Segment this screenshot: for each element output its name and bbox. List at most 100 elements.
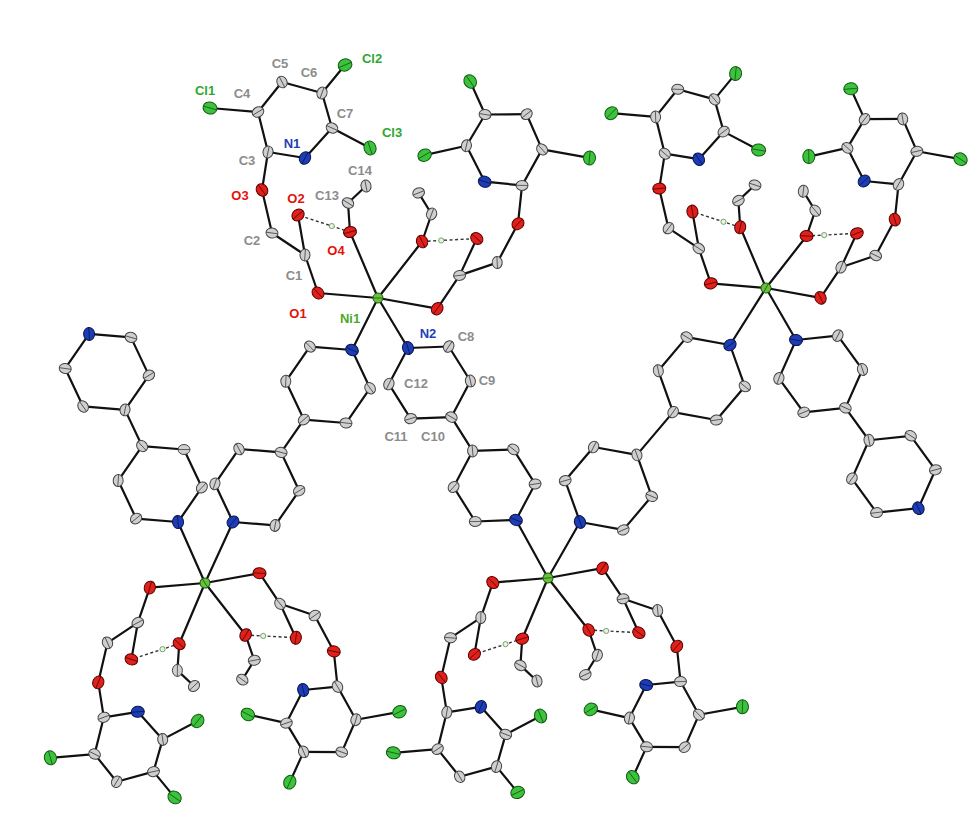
ellipsoid [131, 706, 145, 718]
ellipsoid-axis [413, 191, 424, 195]
carbon-atom [469, 516, 481, 526]
ellipsoid [928, 463, 942, 476]
ellipsoid-axis [334, 681, 340, 691]
ellipsoid-axis [811, 206, 819, 215]
nitrogen-atom [639, 678, 654, 692]
ellipsoid-axis [287, 776, 293, 789]
carbon-atom [147, 765, 161, 777]
ellipsoid-axis [229, 517, 237, 527]
chlorine-atom [624, 768, 642, 786]
ellipsoid-axis [752, 149, 766, 151]
carbon-atom [194, 480, 209, 496]
ellipsoid [360, 179, 372, 193]
oxygen-atom [668, 638, 685, 655]
carbon-atom [691, 707, 707, 723]
ellipsoid-axis [162, 733, 164, 745]
ellipsoid [349, 713, 362, 727]
ellipsoid-axis [480, 612, 481, 624]
oxygen-atom [414, 233, 430, 250]
bond [548, 522, 580, 578]
ellipsoid-axis [818, 292, 823, 304]
ellipsoid [469, 516, 481, 526]
carbon-atom [928, 463, 942, 476]
ellipsoid [446, 479, 461, 495]
carbon-atom [490, 759, 503, 773]
ellipsoid [297, 150, 313, 167]
ellipsoid-axis [242, 711, 254, 718]
chlorine-atom [385, 745, 401, 760]
ellipsoid [516, 180, 528, 190]
ellipsoid [903, 428, 918, 443]
carbon-atom [558, 474, 572, 487]
bond [766, 288, 796, 340]
chlorine-atom [391, 703, 409, 720]
carbon-atom [247, 654, 261, 666]
ellipsoid-axis [368, 141, 373, 154]
ellipsoid-axis [213, 478, 217, 489]
atom-label: N1 [283, 137, 302, 150]
ellipsoid-axis [80, 402, 87, 412]
carbon-atom [891, 177, 906, 192]
oxygen-atom [468, 230, 485, 247]
ellipsoid [722, 337, 739, 354]
ellipsoid [813, 290, 828, 306]
nitrogen-atom [401, 340, 415, 356]
ellipsoid [677, 739, 693, 754]
ellipsoid [513, 658, 528, 673]
carbon-atom [857, 111, 872, 127]
ellipsoid [672, 84, 684, 94]
ellipsoid [330, 679, 345, 694]
ellipsoid-axis [848, 474, 855, 484]
carbon-atom [644, 489, 659, 503]
bond [522, 149, 542, 185]
carbon-atom [492, 256, 503, 269]
carbon-atom [808, 203, 823, 219]
ellipsoid [87, 747, 102, 761]
ellipsoid-axis [267, 146, 269, 158]
ellipsoid-axis [538, 710, 543, 723]
ellipsoid-axis [419, 236, 425, 248]
ellipsoid-axis [279, 77, 284, 88]
carbon-atom [302, 339, 318, 355]
bond [659, 189, 668, 229]
hydrogen-bond [589, 630, 639, 633]
ellipsoid-axis [653, 188, 666, 189]
bond [548, 568, 603, 578]
carbon-atom [578, 668, 593, 682]
carbon-atom [831, 328, 845, 343]
ellipsoid [834, 260, 848, 275]
carbon-atom [467, 444, 478, 457]
chlorine-atom [582, 701, 600, 719]
atom-label: Cl1 [194, 84, 216, 97]
bond [150, 583, 205, 588]
carbon-atom [349, 713, 362, 727]
ellipsoid [362, 139, 378, 156]
carbon-atom [441, 706, 453, 719]
nitrogen-atom [789, 333, 804, 346]
ellipsoid [172, 515, 185, 529]
ellipsoid-axis [635, 449, 639, 460]
ellipsoid-axis [510, 518, 522, 523]
carbon-atom [134, 438, 149, 454]
ellipsoid-axis [509, 446, 518, 453]
ellipsoid-axis [301, 746, 306, 757]
ellipsoid [326, 645, 341, 658]
carbon-atom [863, 433, 875, 447]
ellipsoid-axis [266, 232, 278, 234]
atom-label: C5 [271, 57, 290, 70]
ellipsoid [789, 333, 804, 346]
ellipsoid [289, 207, 306, 224]
ellipsoid-axis [472, 234, 482, 242]
ellipsoid-axis [543, 577, 553, 579]
ellipsoid [119, 403, 131, 417]
carbon-atom [279, 716, 294, 729]
ellipsoid [401, 340, 415, 356]
ellipsoid-axis [672, 89, 684, 90]
ellipsoid-axis [871, 512, 883, 513]
ellipsoid [269, 519, 281, 533]
ellipsoid-axis [393, 709, 405, 715]
carbon-atom [430, 742, 446, 757]
ellipsoid-axis [304, 249, 306, 261]
oxygen-atom [630, 624, 647, 641]
